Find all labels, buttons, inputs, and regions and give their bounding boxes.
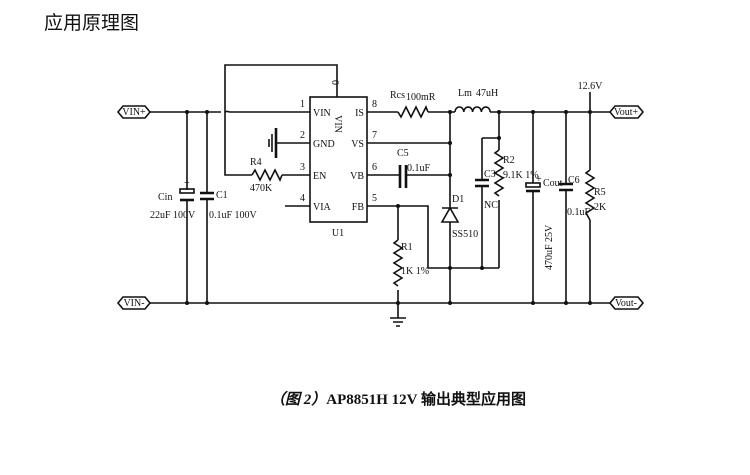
svg-text:FB: FB (352, 202, 365, 213)
svg-text:R1: R1 (401, 242, 413, 253)
svg-text:VS: VS (351, 139, 364, 150)
svg-text:VIN: VIN (313, 108, 331, 119)
svg-text:Vout-: Vout- (615, 298, 637, 309)
svg-text:GND: GND (313, 139, 335, 150)
capacitor-c6: C6 0.1uF (559, 175, 591, 218)
inductor-lm: Lm 47uH (454, 88, 498, 113)
svg-text:+: + (184, 178, 190, 189)
svg-text:Rcs: Rcs (390, 90, 405, 101)
figure-caption: （图 2）AP8851H 12V 输出典型应用图 (270, 388, 526, 409)
svg-text:VIA: VIA (313, 202, 332, 213)
svg-text:3: 3 (300, 162, 305, 173)
svg-text:0.1uF 100V: 0.1uF 100V (209, 210, 258, 221)
svg-text:2K: 2K (594, 202, 607, 213)
svg-text:1: 1 (300, 99, 305, 110)
svg-text:100mR: 100mR (406, 92, 436, 103)
svg-text:22uF 100V: 22uF 100V (150, 210, 196, 221)
capacitor-c5: C5 0.1uF (397, 148, 431, 188)
svg-text:2: 2 (300, 130, 305, 141)
port-vin-minus: VIN- (116, 296, 152, 310)
diode-d1: D1 SS510 (440, 194, 478, 240)
resistor-r2: R2 9.1K 1% (493, 149, 539, 197)
svg-text:470uF 25V: 470uF 25V (544, 224, 555, 270)
resistor-r5: R5 2K (584, 169, 607, 221)
figure-number: （图 2） (270, 392, 327, 408)
svg-text:4: 4 (300, 193, 305, 204)
svg-text:+: + (536, 174, 542, 185)
svg-text:R2: R2 (503, 155, 515, 166)
svg-text:EN: EN (313, 171, 326, 182)
resistor-rcs: Rcs 100mR (390, 90, 436, 119)
capacitor-cin: + Cin 22uF 100V (150, 178, 196, 221)
svg-text:C1: C1 (216, 190, 228, 201)
svg-text:R4: R4 (250, 157, 262, 168)
svg-text:SS510: SS510 (452, 229, 478, 240)
svg-text:0.1uF: 0.1uF (567, 207, 591, 218)
svg-text:U1: U1 (332, 228, 344, 239)
svg-text:470K: 470K (250, 183, 273, 194)
svg-text:8: 8 (372, 99, 377, 110)
resistor-r4: R4 470K (250, 157, 283, 194)
svg-text:Vout+: Vout+ (614, 107, 639, 118)
capacitor-cout: + Cout 470uF 25V (525, 174, 563, 270)
svg-text:VIN-: VIN- (123, 298, 144, 309)
vout-voltage-label: 12.6V (578, 81, 604, 92)
capacitor-c3: C3 NC (475, 169, 498, 211)
svg-text:Cout: Cout (543, 178, 563, 189)
capacitor-c1: C1 0.1uF 100V (200, 190, 258, 221)
svg-text:VB: VB (350, 171, 364, 182)
svg-text:6: 6 (372, 162, 377, 173)
port-vout-plus: Vout+ (608, 105, 645, 119)
svg-text:NC: NC (484, 200, 498, 211)
svg-text:Cin: Cin (158, 192, 172, 203)
junctions (185, 110, 592, 305)
svg-text:VIN: VIN (332, 115, 343, 133)
svg-text:Lm: Lm (458, 88, 472, 99)
page-title: 应用原理图 (44, 12, 140, 34)
port-vout-minus: Vout- (608, 296, 645, 310)
svg-text:0: 0 (329, 80, 340, 85)
svg-text:7: 7 (372, 130, 377, 141)
ic-u1: U1 0 VIN 1 VIN 2 GND 3 EN 4 VIA 8 IS 7 V… (300, 80, 377, 239)
svg-text:1K 1%: 1K 1% (401, 266, 429, 277)
svg-text:9.1K 1%: 9.1K 1% (503, 170, 539, 181)
svg-text:D1: D1 (452, 194, 464, 205)
ground-icon (268, 128, 278, 158)
svg-text:47uH: 47uH (476, 88, 498, 99)
svg-text:VIN+: VIN+ (122, 107, 146, 118)
svg-text:C5: C5 (397, 148, 409, 159)
svg-text:0.1uF: 0.1uF (407, 163, 431, 174)
ground-icon (390, 317, 406, 327)
port-vin-plus: VIN+ (116, 105, 152, 119)
svg-text:5: 5 (372, 193, 377, 204)
svg-text:C6: C6 (568, 175, 580, 186)
svg-text:C3: C3 (484, 169, 496, 180)
caption-text: AP8851H 12V 输出典型应用图 (326, 392, 526, 408)
resistor-r1: R1 1K 1% (392, 239, 429, 287)
svg-text:R5: R5 (594, 187, 606, 198)
svg-text:IS: IS (355, 108, 364, 119)
